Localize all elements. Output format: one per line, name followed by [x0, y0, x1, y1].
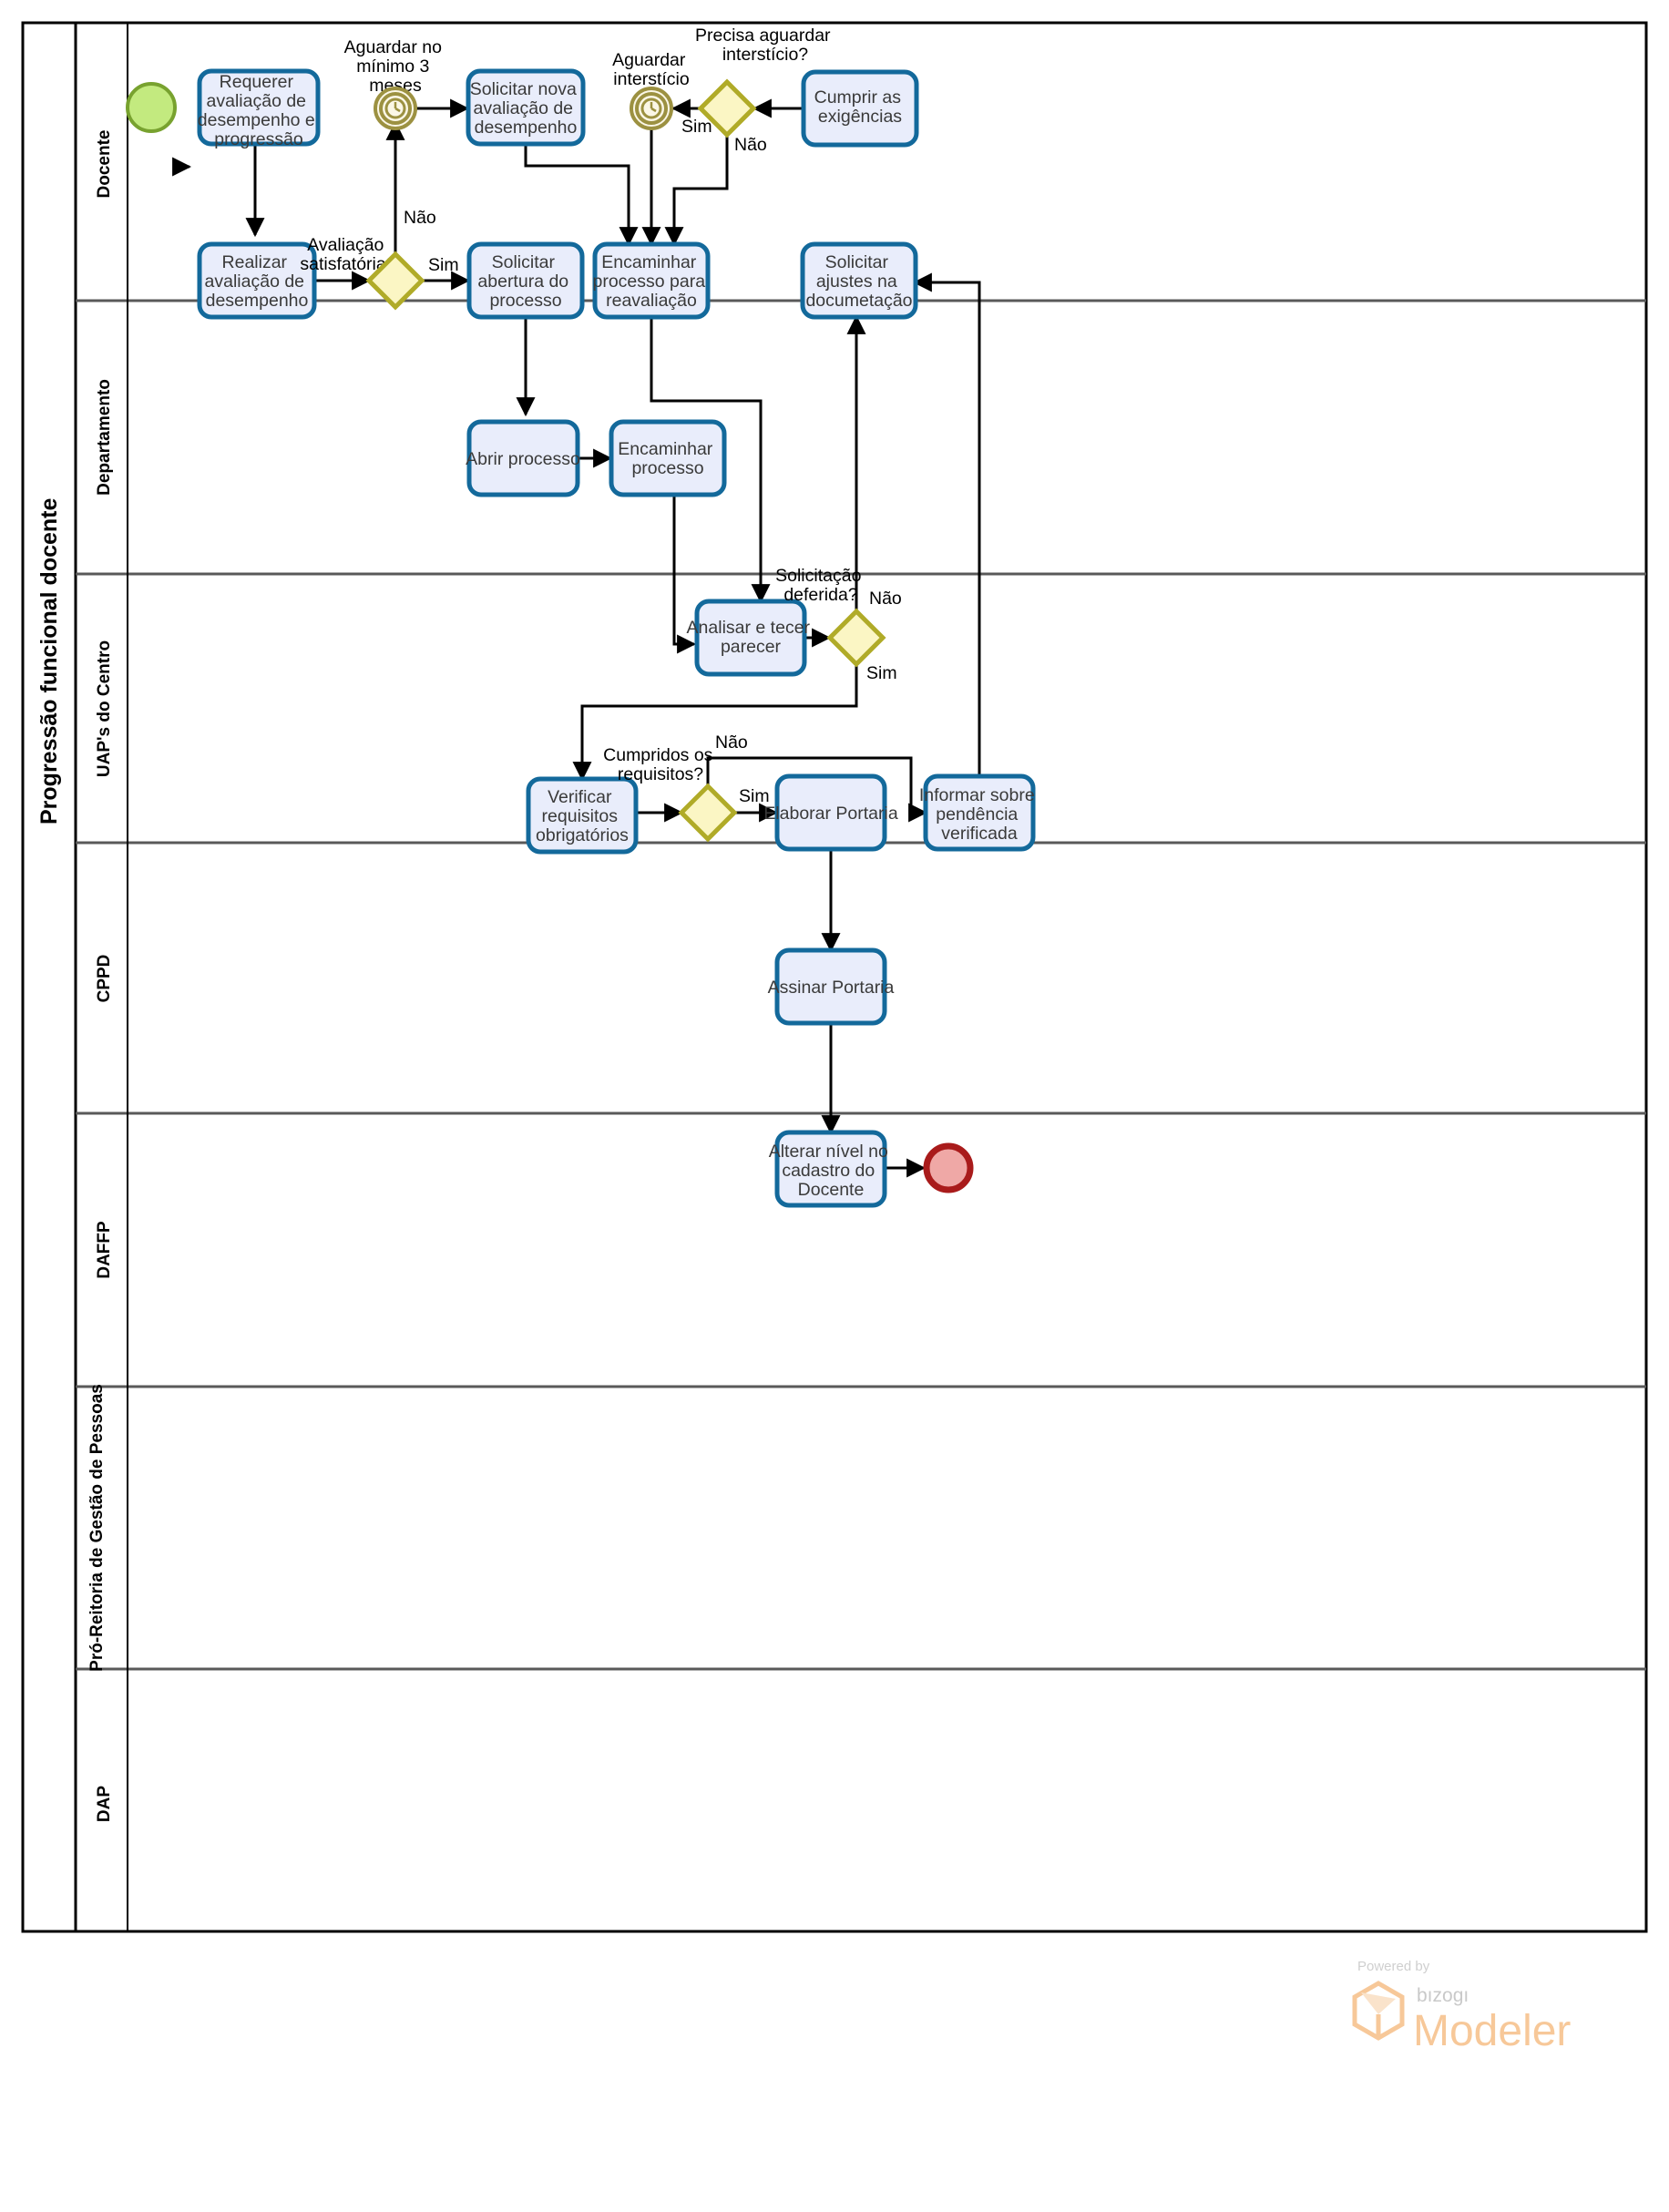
bizagi-wordmark: bızogı — [1417, 1985, 1469, 2006]
flow-label-nao-avaliacao: Não — [404, 208, 436, 228]
start-event[interactable] — [126, 82, 177, 133]
gateway-cumpridos-requisitos[interactable]: Cumpridos os requisitos? — [603, 745, 738, 843]
gateway-intersticio-label: Precisa aguardar interstício? — [695, 26, 835, 65]
pool: Progressão funcional docente — [21, 21, 1648, 1933]
lane-title-cppd: CPPD — [95, 955, 114, 1003]
lane-departamento: Realizar avaliação de desempenho Avaliaç… — [197, 208, 918, 320]
task-alterar-nivel-cadastro[interactable]: Alterar nível no cadastro do Docente — [769, 1130, 894, 1208]
gateway-avaliacao-label: Avaliação satisfatória? — [300, 235, 395, 274]
lane-cppd: Analisar e tecer parecer Solicitação def… — [687, 566, 902, 683]
gateway-requisitos-label: Cumpridos os requisitos? — [603, 745, 718, 784]
gateway-solicitacao-deferida[interactable]: Solicitação deferida? — [775, 566, 886, 668]
task-informar-pendencia[interactable]: Informar sobre pendência verificada — [919, 773, 1039, 852]
svg-text:Solicitar abertura do: Solicitar abertura do processo — [477, 252, 573, 311]
lane-dividers — [76, 23, 1646, 1931]
svg-text:Solicitar ajustes na: Solicitar ajustes na documetação — [805, 252, 912, 311]
lane-title-uaps: UAP's do Centro — [95, 640, 114, 777]
task-analisar-tecer-parecer[interactable]: Analisar e tecer parecer — [687, 599, 815, 677]
svg-text:Encaminhar processo: Encaminhar processo — [618, 439, 717, 478]
svg-text:Assinar Portaria: Assinar Portaria — [768, 978, 895, 998]
flow-label-sim-intersticio: Sim — [681, 117, 712, 137]
gateway-deferida-label: Solicitação deferida? — [775, 566, 866, 605]
task-requerer-avaliacao[interactable]: Requerer avaliação de desempenho e progr… — [197, 68, 321, 149]
svg-text:Alterar nível no cadas: Alterar nível no cadastro do Docente — [769, 1142, 894, 1200]
lane-title-dap: DAP — [95, 1786, 114, 1822]
sequence-flows — [172, 98, 981, 1178]
flow-label-nao-requisitos: Não — [715, 732, 748, 753]
lane-title-daffp: DAFFP — [95, 1221, 114, 1279]
lane-title-progep: Pró-Reitoria de Gestão de Pessoas — [87, 1384, 107, 1672]
flow-label-sim-requisitos: Sim — [739, 786, 770, 806]
lane-docente: Requerer avaliação de desempenho e progr… — [126, 26, 919, 155]
task-realizar-avaliacao[interactable]: Realizar avaliação de desempenho — [197, 241, 317, 320]
task-assinar-portaria[interactable]: Assinar Portaria — [768, 947, 895, 1026]
gateway-avaliacao-satisfatoria[interactable]: Avaliação satisfatória? — [300, 235, 425, 311]
svg-text:Analisar e tecer parec: Analisar e tecer parecer — [687, 618, 815, 657]
svg-text:Informar sobre pendênc: Informar sobre pendência verificada — [919, 785, 1039, 844]
task-solicitar-abertura-processo[interactable]: Solicitar abertura do processo — [466, 241, 585, 320]
task-verificar-requisitos[interactable]: Verificar requisitos obrigatórios — [526, 776, 639, 855]
task-abrir-processo[interactable]: Abrir processo — [466, 419, 580, 497]
task-cumprir-exigencias[interactable]: Cumprir as exigências — [801, 69, 919, 148]
bizagi-credit: Powered by bızogı Modeler — [1352, 1959, 1571, 2055]
flow-label-nao-deferida: Não — [869, 589, 902, 609]
timer-intersticio-label: Aguardar interstício — [612, 50, 691, 89]
modeler-wordmark: Modeler — [1413, 2007, 1571, 2055]
task-encaminhar-processo[interactable]: Encaminhar processo — [609, 419, 727, 497]
lane-titles: Docente Departamento UAP's do Centro CPP… — [87, 130, 114, 1823]
task-encaminhar-processo-reavaliacao[interactable]: Encaminhar processo para reavaliação — [592, 241, 711, 320]
bizagi-hex-icon — [1352, 1981, 1405, 2041]
timer-event-intersticio[interactable]: Aguardar interstício — [612, 50, 691, 130]
svg-text:Solicitar nova avaliaç: Solicitar nova avaliação de desempenho — [470, 79, 581, 138]
task-elaborar-portaria[interactable]: Elaborar Portaria — [763, 773, 898, 852]
task-solicitar-ajustes-documentacao[interactable]: Solicitar ajustes na documetação — [800, 241, 918, 320]
lane-progep: Assinar Portaria — [768, 947, 895, 1026]
timer-3-meses-label: Aguardar no mínimo 3 meses — [344, 37, 447, 96]
lane-title-docente: Docente — [95, 130, 114, 199]
svg-text:Requerer avaliação de: Requerer avaliação de desempenho e progr… — [198, 72, 320, 149]
lane-daffp: Verificar requisitos obrigatórios Cumpri… — [526, 732, 1039, 855]
svg-text:Verificar requisitos: Verificar requisitos obrigatórios — [536, 787, 629, 845]
timer-event-3-meses[interactable]: Aguardar no mínimo 3 meses — [344, 37, 447, 130]
svg-text:Encaminhar processo pa: Encaminhar processo para reavaliação — [593, 252, 711, 311]
flow-label-nao-intersticio: Não — [734, 135, 767, 155]
task-solicitar-nova-avaliacao[interactable]: Solicitar nova avaliação de desempenho — [466, 68, 586, 147]
powered-by-label: Powered by — [1357, 1959, 1430, 1974]
gateway-precisa-aguardar-intersticio[interactable]: Precisa aguardar interstício? — [695, 26, 835, 138]
end-event[interactable] — [923, 1142, 974, 1193]
svg-text:Cumprir as exigências: Cumprir as exigências — [814, 87, 906, 127]
lane-title-departamento: Departamento — [95, 379, 114, 496]
svg-text:Abrir processo: Abrir processo — [466, 449, 580, 469]
pool-title: Progressão funcional docente — [36, 497, 62, 824]
flow-label-sim-avaliacao: Sim — [428, 255, 459, 275]
flow-label-sim-deferida: Sim — [866, 663, 897, 683]
svg-text:Realizar avaliação de: Realizar avaliação de desempenho — [205, 252, 310, 311]
svg-text:Elaborar Portaria: Elaborar Portaria — [763, 804, 898, 824]
lane-dap: Alterar nível no cadastro do Docente — [769, 1130, 974, 1208]
lane-uaps: Abrir processo Encaminhar processo — [466, 419, 727, 497]
